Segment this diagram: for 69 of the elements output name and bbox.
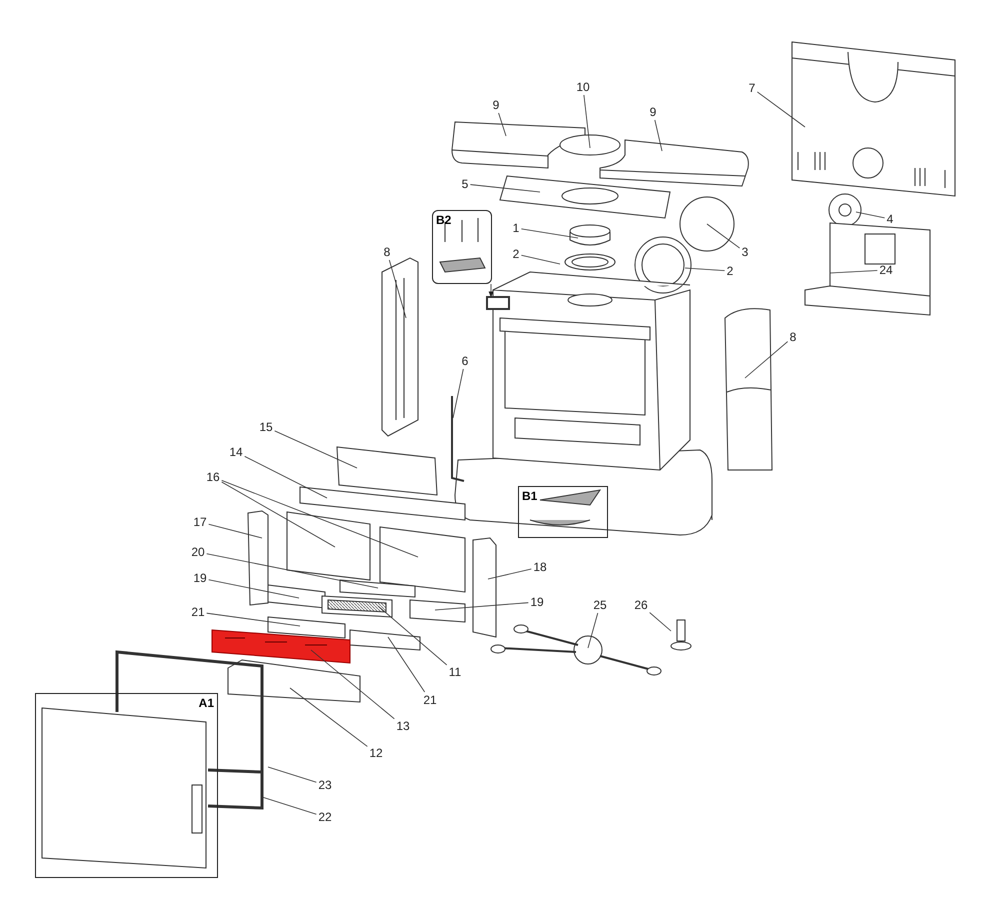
callout-number: 3 (742, 245, 748, 259)
leader-line (221, 482, 336, 548)
leader-line (206, 553, 378, 588)
callout-number: 15 (259, 420, 273, 434)
leader-line (388, 636, 426, 692)
callout-number: 4 (886, 212, 894, 226)
callout-number: 7 (748, 81, 756, 95)
inset-label: B1 (522, 489, 538, 503)
callout-number: 14 (229, 445, 243, 459)
leader-line (208, 579, 300, 598)
leader-line (588, 612, 598, 648)
pointer-arrow (488, 284, 494, 298)
leader-line (520, 228, 578, 238)
callout-number: 2 (726, 264, 734, 278)
leader-line (584, 94, 590, 148)
leader-line (274, 430, 358, 468)
callout-number: 5 (462, 177, 468, 191)
detail-inset-frame (35, 693, 218, 878)
callout-number: 25 (593, 598, 607, 612)
callout-number: 21 (191, 605, 205, 619)
leader-line (470, 184, 540, 192)
leader-line (206, 612, 300, 626)
leader-line (244, 456, 328, 498)
leader-line (434, 602, 529, 610)
leader-line (290, 688, 368, 747)
leader-line (654, 120, 662, 152)
detail-inset-frame (518, 486, 608, 538)
leader-line (262, 796, 317, 815)
callout-number: 17 (193, 515, 207, 529)
inset-label: A1 (198, 696, 214, 710)
callout-number: 21 (423, 693, 437, 707)
leader-line (488, 568, 532, 580)
inset-label: B2 (436, 213, 452, 227)
leader-line (452, 368, 464, 418)
leader-line (649, 612, 672, 632)
callout-number: 23 (318, 778, 332, 792)
leader-line (744, 341, 788, 378)
leader-line (208, 524, 262, 538)
callout-number: 8 (384, 245, 390, 259)
leader-line (520, 254, 560, 264)
callout-number: 24 (879, 263, 893, 277)
leader-line (388, 260, 406, 318)
leader-line (310, 650, 395, 720)
callout-number: 20 (191, 545, 205, 559)
callout-number: 9 (650, 105, 656, 119)
leader-line (756, 92, 806, 128)
callout-number: 6 (462, 354, 468, 368)
leader-line (830, 270, 878, 274)
leader-line (498, 112, 506, 136)
callout-number: 16 (206, 470, 220, 484)
leader-line (268, 766, 317, 783)
callout-number: 2 (512, 247, 520, 261)
callout-number: 1 (512, 221, 520, 235)
callout-number: 13 (396, 719, 410, 733)
callout-number: 12 (369, 746, 383, 760)
callout-number: 8 (790, 330, 796, 344)
leader-line (684, 268, 726, 272)
callout-number: 19 (193, 571, 207, 585)
leader-line (221, 480, 418, 558)
callout-number: 18 (533, 560, 547, 574)
callout-number: 19 (530, 595, 544, 609)
callout-number: 22 (318, 810, 332, 824)
callout-number: 10 (576, 80, 590, 94)
callout-number: 11 (448, 665, 462, 679)
leader-line (378, 606, 448, 666)
detail-inset-frame (432, 210, 492, 284)
callout-number: 26 (634, 598, 648, 612)
callout-number: 9 (492, 98, 500, 112)
leader-line (856, 212, 886, 218)
